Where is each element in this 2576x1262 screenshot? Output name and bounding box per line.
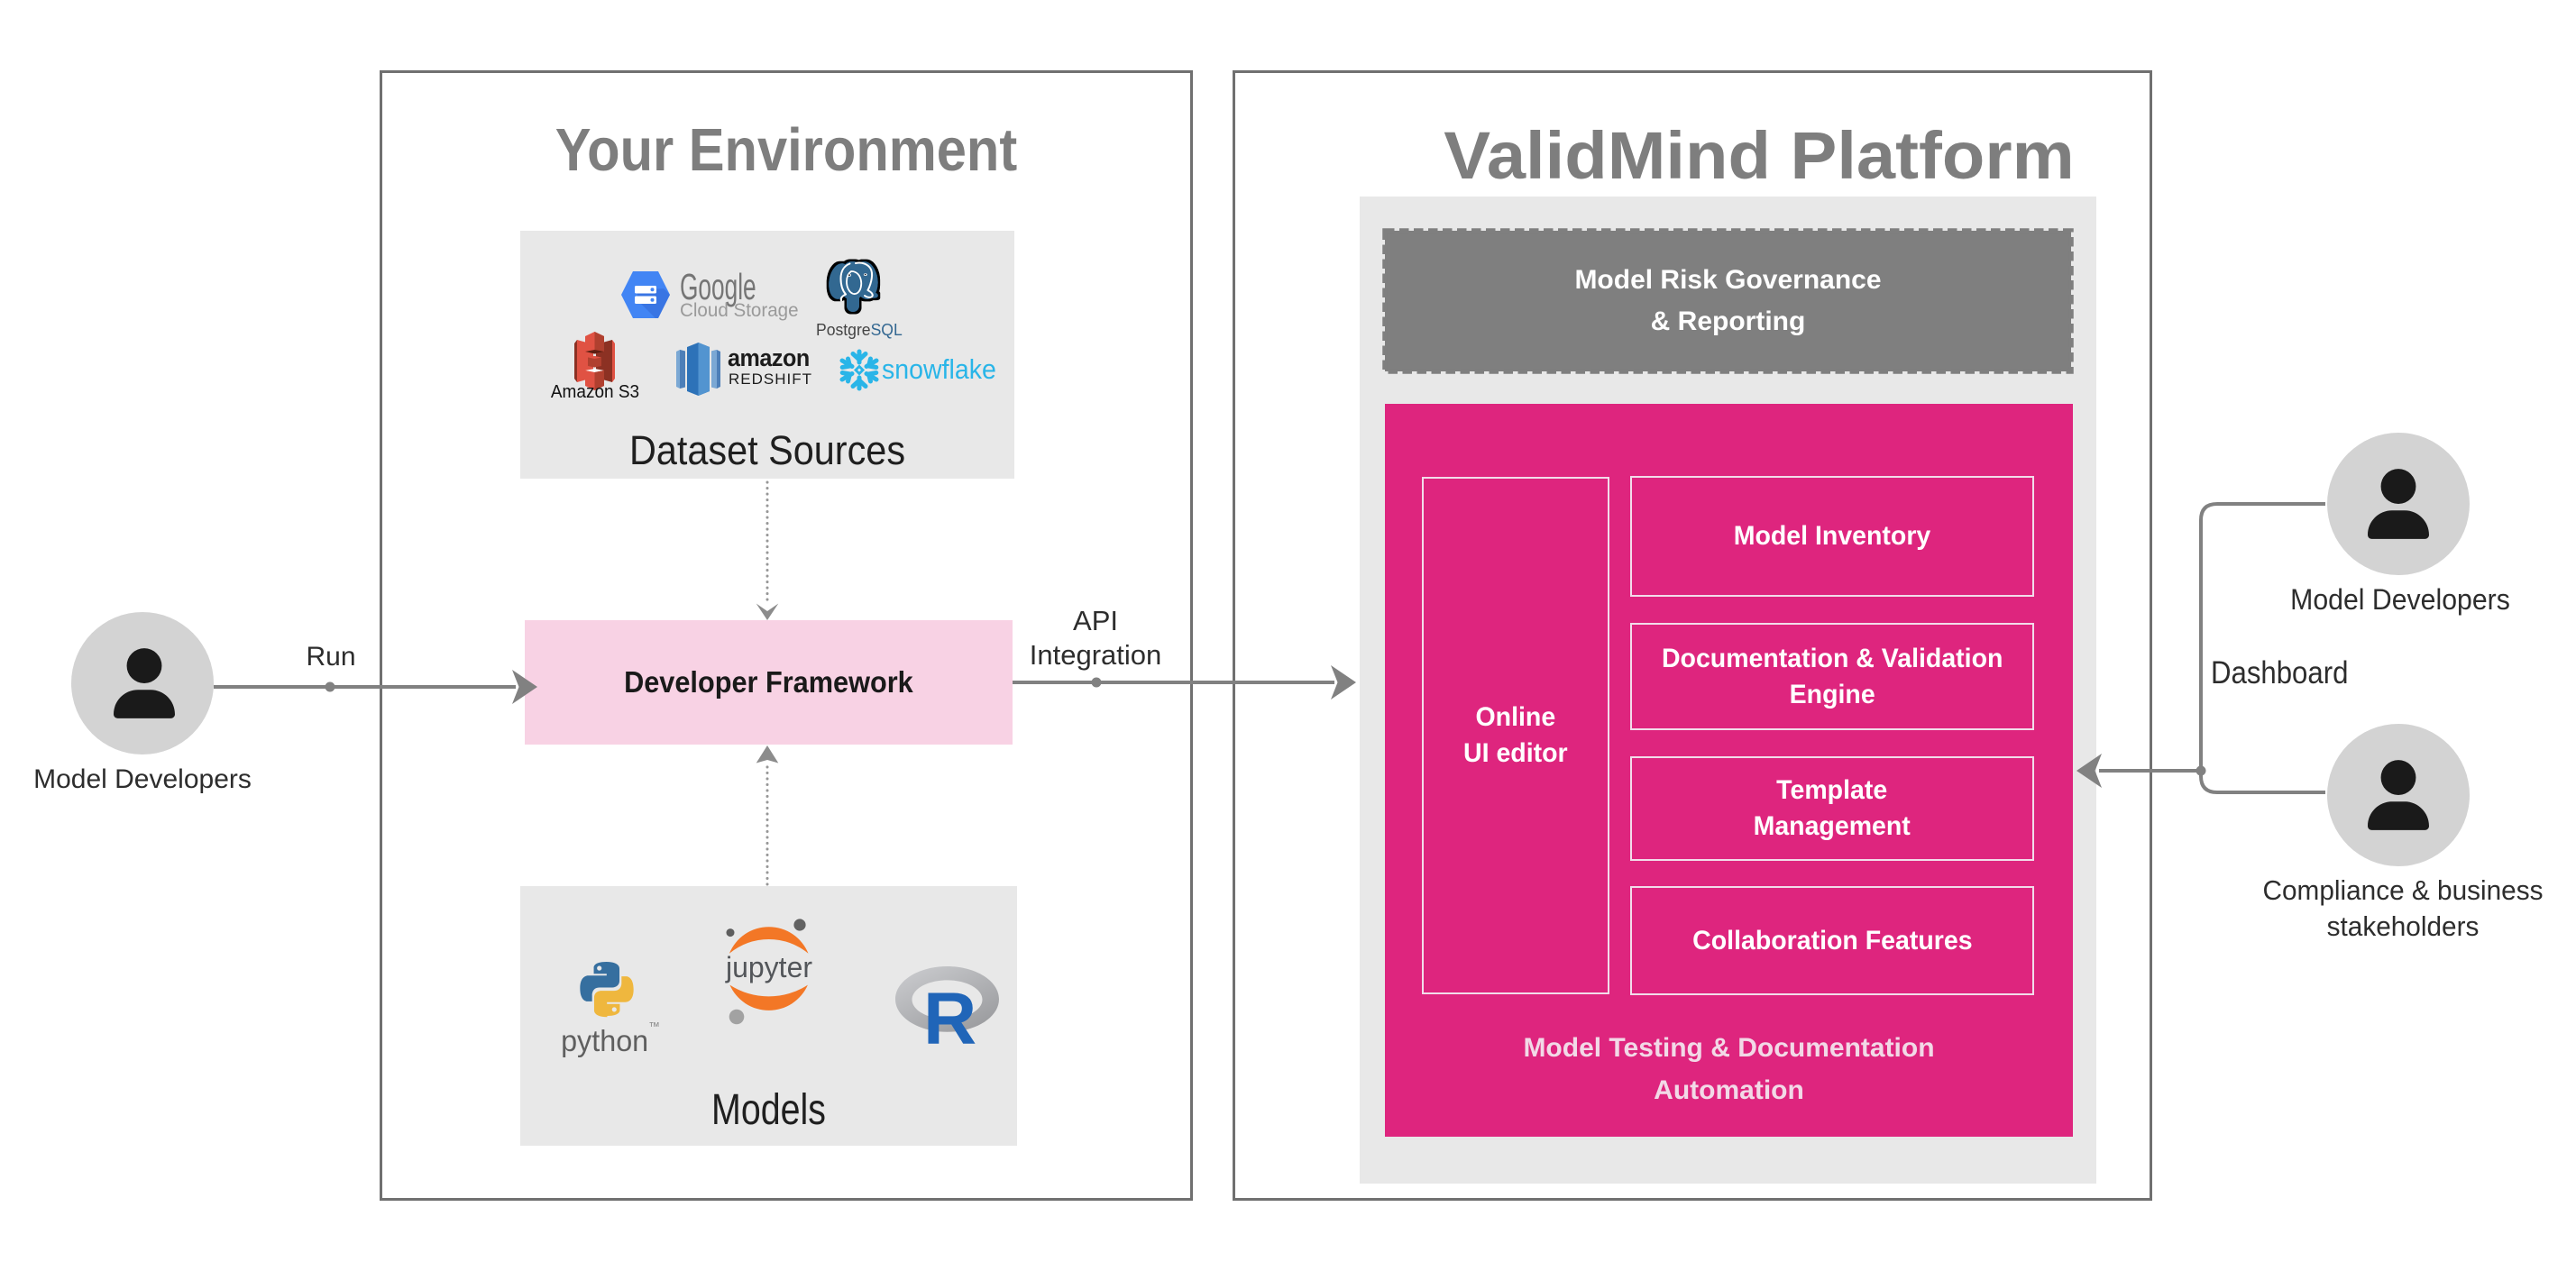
svg-text:R: R: [923, 978, 976, 1045]
